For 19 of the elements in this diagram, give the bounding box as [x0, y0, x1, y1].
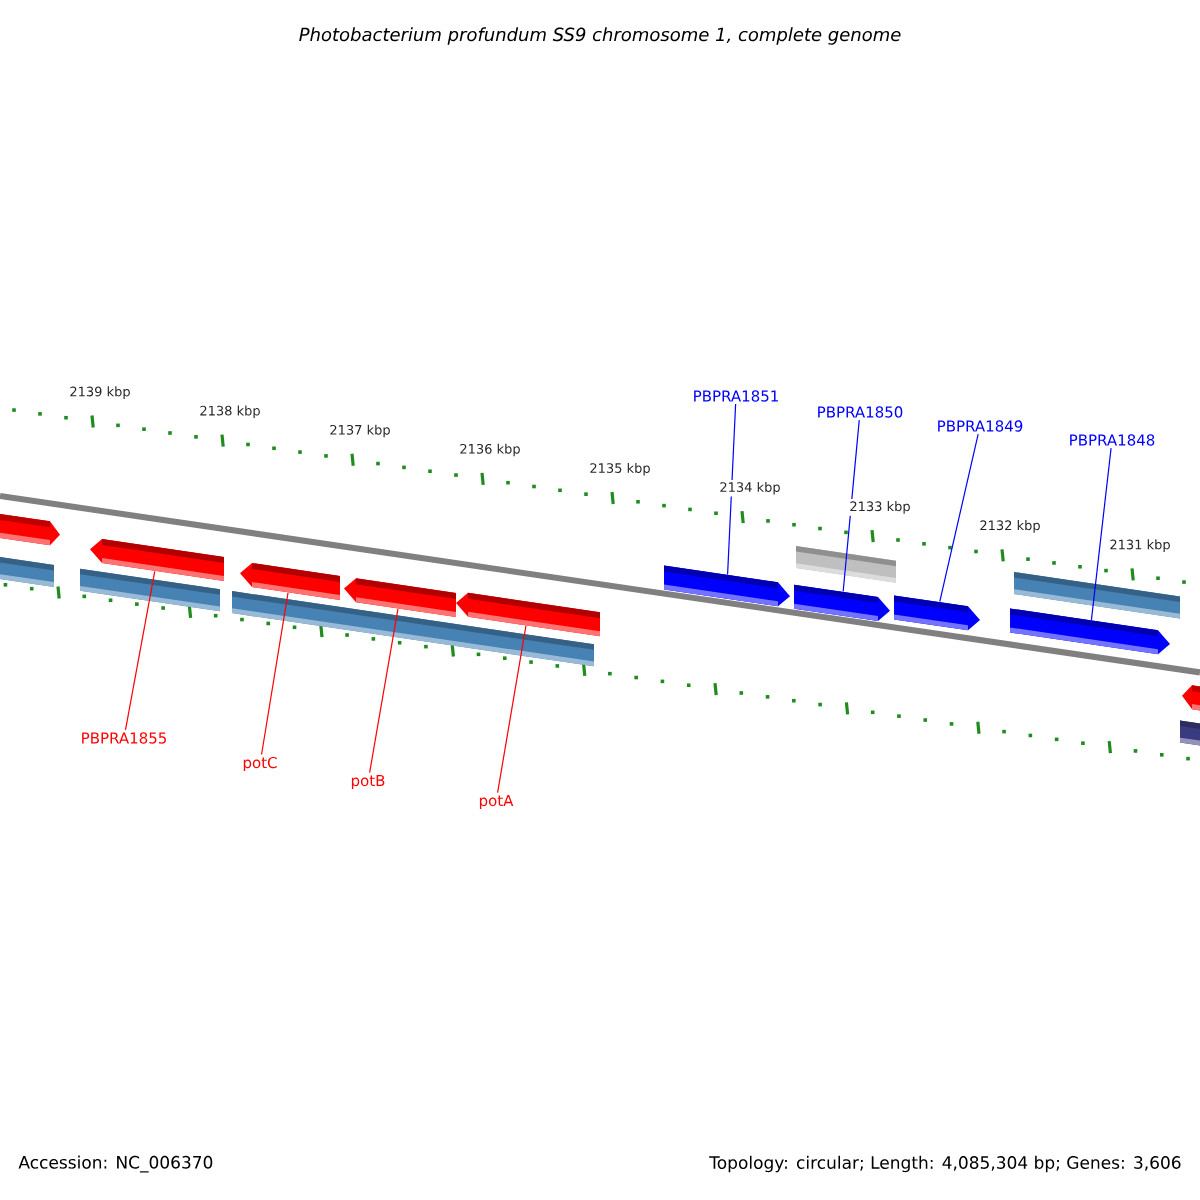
gene-feature — [1010, 608, 1170, 655]
leader-line — [260, 592, 289, 756]
gene-feature — [90, 539, 224, 581]
leader-line — [939, 433, 979, 603]
leader-line — [727, 403, 737, 576]
gene-feature — [240, 563, 340, 600]
leader-line — [842, 419, 860, 593]
leader-line — [124, 570, 156, 731]
gene-feature — [664, 565, 790, 607]
gene-feature — [894, 595, 980, 631]
gene-feature — [456, 592, 600, 637]
leader-line — [1090, 447, 1112, 621]
accession-text: Accession: NC_006370 — [18, 1155, 213, 1173]
leader-line — [369, 608, 399, 774]
genome-summary: Topology: circular; Length: 4,085,304 bp; Genes: 3,606 — [709, 1155, 1181, 1173]
title: Photobacterium profundum SS9 chromosome 1, complete genome — [299, 27, 901, 45]
leader-line — [497, 625, 527, 794]
gene-feature — [794, 584, 890, 622]
gene-feature — [344, 578, 456, 618]
